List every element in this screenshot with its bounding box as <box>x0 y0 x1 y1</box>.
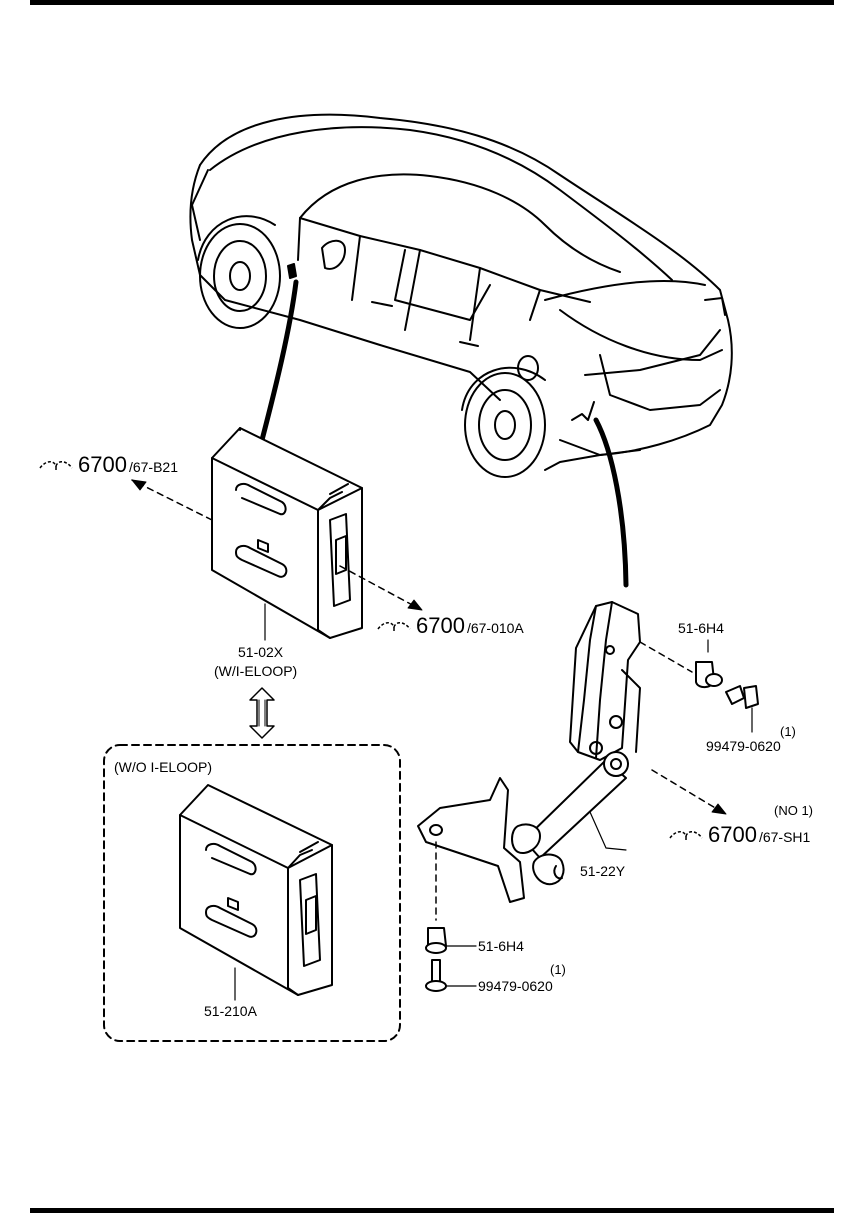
ref-leader-010a <box>339 565 419 609</box>
reference-b21[interactable]: 6700 /67-B21 <box>38 452 178 478</box>
wo-eloop-group-box <box>103 744 401 1042</box>
part-note-sensor: (NO 1) <box>774 803 813 818</box>
part-label-bushing-upper[interactable]: 51-6H4 <box>678 620 724 636</box>
part-label-bolt-upper[interactable]: 99479-0620 <box>706 738 781 754</box>
ref-leader-sh1 <box>651 769 723 813</box>
bolt-lower[interactable] <box>425 959 447 992</box>
control-module-eloop[interactable] <box>211 427 363 639</box>
reference-sh1[interactable]: 6700 /67-SH1 <box>668 822 810 848</box>
reference-number: 6700 <box>708 822 757 847</box>
part-note-module-eloop: (W/I-ELOOP) <box>214 663 298 679</box>
vehicle-illustration <box>189 113 733 478</box>
leader-line-rear <box>593 417 629 588</box>
reference-code: /67-B21 <box>128 459 178 475</box>
top-border-rule <box>30 0 834 5</box>
ref-leader-b21 <box>131 479 213 521</box>
book-reference-icon <box>39 461 73 470</box>
part-qty-bolt-lower: (1) <box>550 962 566 977</box>
reference-010a[interactable]: 6700 /67-010A <box>376 613 524 639</box>
bottom-border-rule <box>30 1208 834 1213</box>
reference-code: /67-SH1 <box>758 829 811 845</box>
height-sensor-assembly[interactable] <box>417 601 641 903</box>
bushing-upper[interactable] <box>695 661 723 688</box>
part-qty-bolt-upper: (1) <box>780 724 796 739</box>
group-title-wo-eloop: (W/O I-ELOOP) <box>114 759 212 775</box>
bushing-lower[interactable] <box>425 927 447 954</box>
part-label-bushing-lower[interactable]: 51-6H4 <box>478 938 524 954</box>
double-arrow-interchange-icon <box>249 687 275 739</box>
reference-number: 6700 <box>78 452 127 477</box>
part-label-sensor[interactable]: 51-22Y <box>580 863 626 879</box>
leader-line-front <box>259 279 299 443</box>
book-reference-icon <box>669 831 703 840</box>
bolt-upper[interactable] <box>725 685 759 709</box>
part-label-bolt-lower[interactable]: 99479-0620 <box>478 978 553 994</box>
control-module-no-eloop[interactable] <box>179 784 333 996</box>
reference-number: 6700 <box>416 613 465 638</box>
part-label-module-eloop[interactable]: 51-02X <box>238 644 284 660</box>
reference-code: /67-010A <box>466 620 524 636</box>
part-label-module-no-eloop[interactable]: 51-210A <box>204 1003 257 1019</box>
book-reference-icon <box>377 622 411 631</box>
